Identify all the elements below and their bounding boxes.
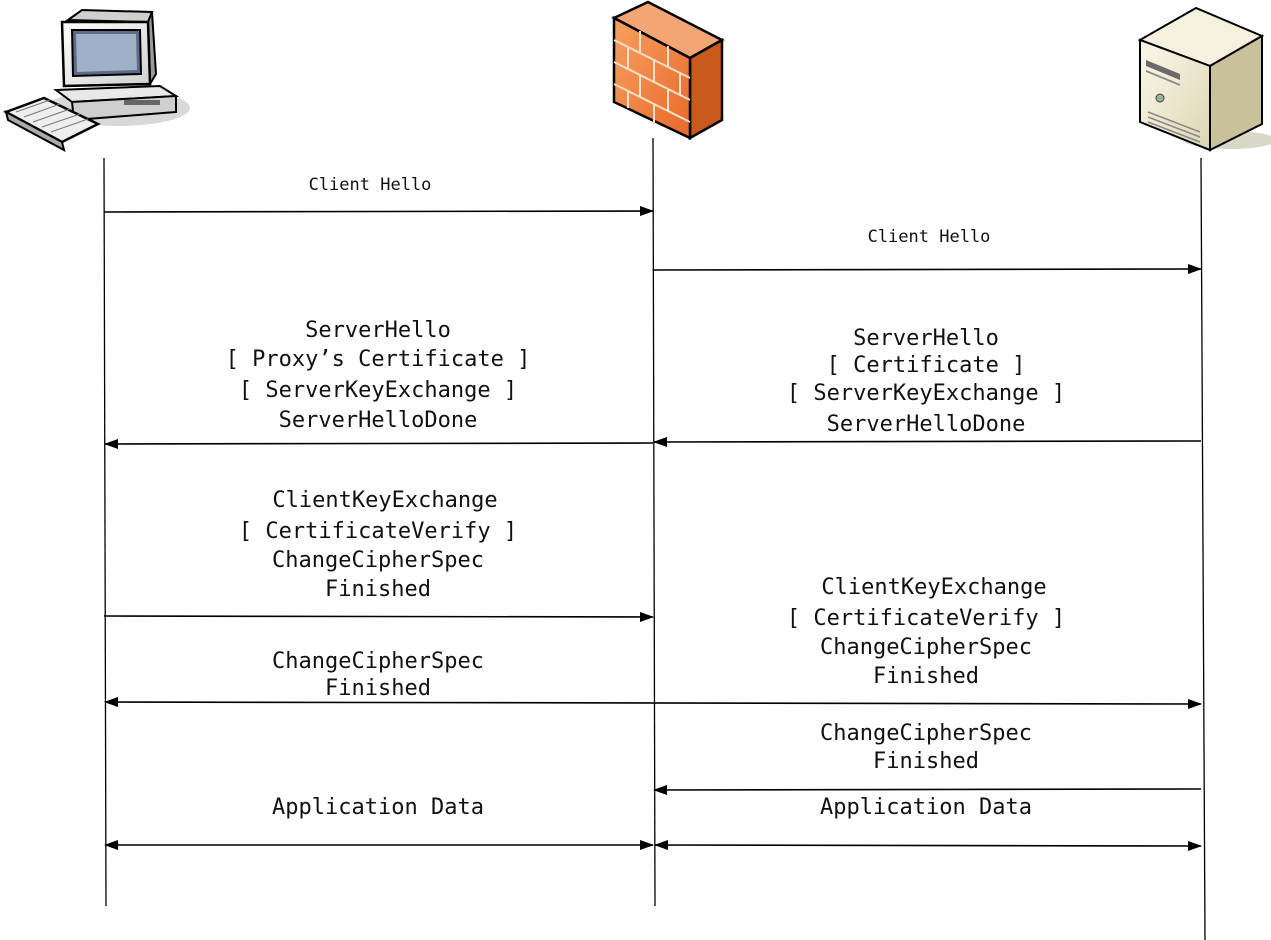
- message-label: ServerHelloDone: [827, 412, 1026, 437]
- message-label: ChangeCipherSpec: [272, 649, 484, 674]
- message-change-cipher-spec-server-to-proxy: ChangeCipherSpec Finished: [653, 721, 1202, 795]
- message-label: [ CertificateVerify ]: [239, 519, 517, 544]
- client-lifeline: [103, 157, 107, 907]
- message-label: Application Data: [272, 795, 484, 820]
- message-label: [ Proxy’s Certificate ]: [226, 347, 531, 372]
- message-application-data-proxy-server: Application Data: [654, 795, 1202, 851]
- message-change-cipher-spec-client-to-server: ChangeCipherSpec Finished: [104, 649, 1202, 709]
- message-server-hello-server-to-proxy: ServerHello [ Certificate ] [ ServerKeyE…: [653, 326, 1202, 447]
- computer-icon: [2, 8, 190, 152]
- firewall-icon: [611, 0, 725, 141]
- message-label: ChangeCipherSpec: [272, 548, 484, 573]
- message-client-hello-client-to-proxy: Client Hello: [103, 175, 654, 217]
- arrow: [104, 697, 1202, 709]
- message-label: [ Certificate ]: [827, 353, 1026, 378]
- message-label: Client Hello: [309, 175, 432, 195]
- message-label: ChangeCipherSpec: [820, 721, 1032, 746]
- arrow: [103, 611, 654, 622]
- arrow: [653, 784, 1202, 795]
- message-application-data-client-proxy: Application Data: [104, 795, 654, 850]
- message-label: Client Hello: [868, 227, 991, 247]
- arrow: [653, 436, 1202, 447]
- message-client-hello-proxy-to-server: Client Hello: [652, 227, 1202, 275]
- message-client-key-exchange-client-to-proxy: ClientKeyExchange [ CertificateVerify ] …: [103, 488, 654, 622]
- server-icon: [1137, 6, 1271, 152]
- message-label: Finished: [873, 749, 979, 774]
- proxy-lifeline: [652, 137, 656, 907]
- message-label: ServerHello: [853, 326, 999, 351]
- message-label: ClientKeyExchange: [821, 575, 1046, 600]
- server-lifeline: [1200, 157, 1206, 940]
- message-label: ClientKeyExchange: [272, 488, 497, 513]
- message-label: Finished: [325, 577, 431, 602]
- arrow: [103, 206, 654, 217]
- message-label: Application Data: [820, 795, 1032, 820]
- message-label: ServerHelloDone: [279, 408, 478, 433]
- message-label: [ ServerKeyExchange ]: [787, 381, 1065, 406]
- message-label: ServerHello: [305, 318, 451, 343]
- message-label: Finished: [325, 676, 431, 701]
- arrow: [652, 264, 1202, 275]
- message-label: [ ServerKeyExchange ]: [239, 378, 517, 403]
- arrow: [654, 840, 1202, 851]
- message-server-hello-proxy-to-client: ServerHello [ Proxy’s Certificate ] [ Se…: [104, 318, 654, 449]
- message-client-key-exchange-proxy-to-server: ClientKeyExchange [ CertificateVerify ] …: [787, 575, 1065, 689]
- message-label: [ CertificateVerify ]: [787, 606, 1065, 631]
- arrow: [104, 438, 654, 449]
- message-label: Finished: [873, 664, 979, 689]
- message-label: ChangeCipherSpec: [820, 635, 1032, 660]
